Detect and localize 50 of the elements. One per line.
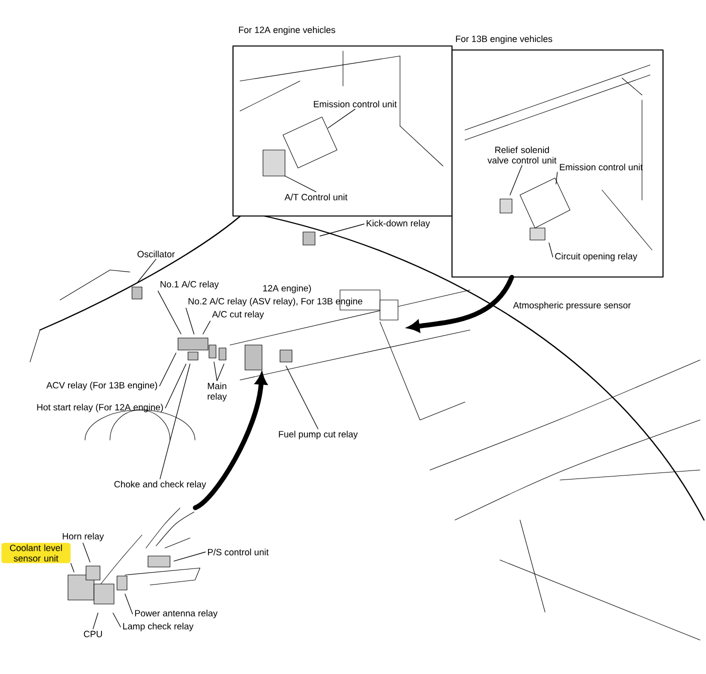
leader-line <box>70 563 74 572</box>
part-label: Fuel pump cut relay <box>278 430 358 440</box>
part-label: P/S control unit <box>208 548 269 556</box>
leader-line <box>320 224 364 236</box>
part-label: A/T Control unit <box>284 194 348 200</box>
part-label: Atmospheric pressure sensor <box>513 302 631 310</box>
part-label: Hot start relay (For 12A engine) <box>37 404 163 412</box>
part-label: Lamp check relay <box>123 622 194 632</box>
leader-line <box>186 308 194 334</box>
part-label: No.1 A/C relay <box>160 280 219 290</box>
leader-line <box>202 320 211 334</box>
leader-line <box>160 364 190 480</box>
highlighted-label: Coolant level sensor unit <box>1 542 71 564</box>
part-label: CPU <box>84 630 102 638</box>
leader-line <box>124 594 133 614</box>
leader-line <box>136 258 156 284</box>
thick-arrow <box>408 274 514 332</box>
part-label: Relief solenid valve control unit <box>488 146 556 164</box>
part-label: ACV relay (For 13B engine) <box>46 382 158 390</box>
part-label: Horn relay <box>62 532 104 542</box>
leader-line <box>214 362 218 382</box>
leader-line <box>284 176 316 192</box>
leader-line <box>510 165 522 196</box>
part-label: Kick-down relay <box>366 220 430 228</box>
leader-line <box>556 172 558 184</box>
part-label: Emission control unit <box>560 164 643 170</box>
part-label: A/C cut relay <box>212 310 264 320</box>
panel-heading: For 13B engine vehicles <box>456 35 552 44</box>
leader-line <box>112 612 121 628</box>
leader-line <box>548 242 554 258</box>
leader-line <box>82 542 90 562</box>
part-label: Emission control unit <box>314 100 397 108</box>
part-label: No.2 A/C relay (ASV relay), For 13B engine <box>188 298 362 306</box>
part-label: Oscillator <box>138 250 175 258</box>
thick-arrow <box>192 373 267 510</box>
panel-heading: For 12A engine vehicles <box>239 26 336 35</box>
part-label: Power antenna relay <box>135 610 218 618</box>
leader-line <box>92 612 98 630</box>
part-label: Choke and check relay <box>114 480 206 490</box>
leader-line <box>158 290 182 334</box>
leader-line <box>159 352 176 386</box>
leader-line <box>165 364 186 408</box>
dash-trim-drawing <box>146 508 194 548</box>
part-label: Main relay <box>208 382 227 402</box>
leader-line <box>216 364 224 382</box>
leader-line <box>286 366 318 430</box>
part-label: 12A engine) <box>263 284 311 294</box>
leader-line <box>328 108 356 128</box>
part-label: Circuit opening relay <box>555 252 638 262</box>
leader-line <box>174 552 206 562</box>
